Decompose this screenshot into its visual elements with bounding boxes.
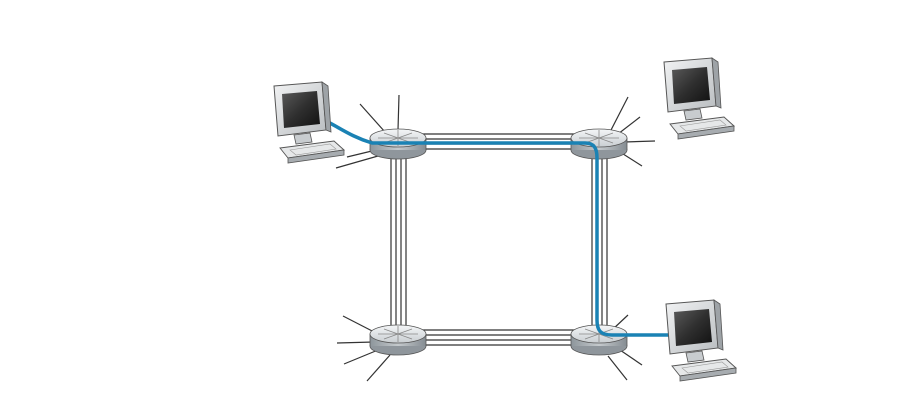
end-to-end-circuit bbox=[324, 119, 670, 337]
switch-stub-lines bbox=[335, 94, 656, 382]
host-top-right-computer-icon bbox=[663, 57, 735, 140]
switch-bottom-left bbox=[369, 324, 427, 356]
trunk-link-left bbox=[390, 145, 407, 332]
trunk-link-right bbox=[591, 145, 608, 332]
host-top-left-computer-icon bbox=[273, 81, 345, 164]
trunk-link-bottom bbox=[398, 329, 601, 346]
host-bottom-right-computer-icon bbox=[665, 299, 737, 382]
